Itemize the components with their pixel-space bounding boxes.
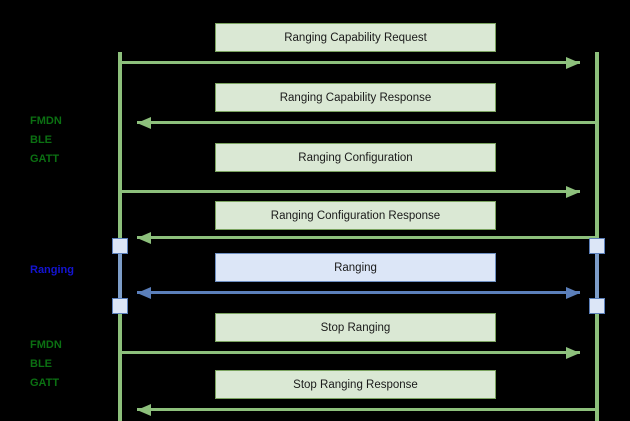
left-lifeline <box>118 52 122 421</box>
message-arrow-stop-ranging-response <box>137 408 595 411</box>
phase-label-fmdn-ble-gatt-bottom: FMDN BLE GATT <box>30 339 62 389</box>
message-box-ranging-capability-request: Ranging Capability Request <box>215 23 496 52</box>
phase-label-fmdn-ble-gatt-top: FMDN BLE GATT <box>30 115 62 165</box>
message-box-stop-ranging-response: Stop Ranging Response <box>215 370 496 399</box>
arrow-head-right-icon <box>566 57 580 69</box>
message-box-stop-ranging: Stop Ranging <box>215 313 496 342</box>
phase-label-ranging: Ranging <box>30 264 74 276</box>
arrow-head-right-icon <box>566 347 580 359</box>
message-arrow-ranging-configuration-response <box>137 236 595 239</box>
activation-node-left-end <box>112 298 128 314</box>
message-arrow-stop-ranging <box>122 351 580 354</box>
message-box-ranging: Ranging <box>215 253 496 282</box>
activation-bar-left <box>118 246 122 306</box>
arrow-head-right-icon <box>566 186 580 198</box>
arrow-head-left-icon <box>137 404 151 416</box>
message-box-ranging-capability-response: Ranging Capability Response <box>215 83 496 112</box>
message-box-ranging-configuration: Ranging Configuration <box>215 143 496 172</box>
activation-bar-right <box>595 246 599 306</box>
message-arrow-ranging <box>137 291 580 294</box>
message-box-ranging-configuration-response: Ranging Configuration Response <box>215 201 496 230</box>
activation-node-right-start <box>589 238 605 254</box>
arrow-head-right-icon <box>566 287 580 299</box>
message-arrow-ranging-configuration <box>122 190 580 193</box>
message-arrow-ranging-capability-response <box>137 121 595 124</box>
arrow-head-left-icon <box>137 117 151 129</box>
arrow-head-left-icon <box>137 232 151 244</box>
arrow-head-left-icon <box>137 287 151 299</box>
activation-node-right-end <box>589 298 605 314</box>
right-lifeline <box>595 52 599 421</box>
activation-node-left-start <box>112 238 128 254</box>
message-arrow-ranging-capability-request <box>122 61 580 64</box>
